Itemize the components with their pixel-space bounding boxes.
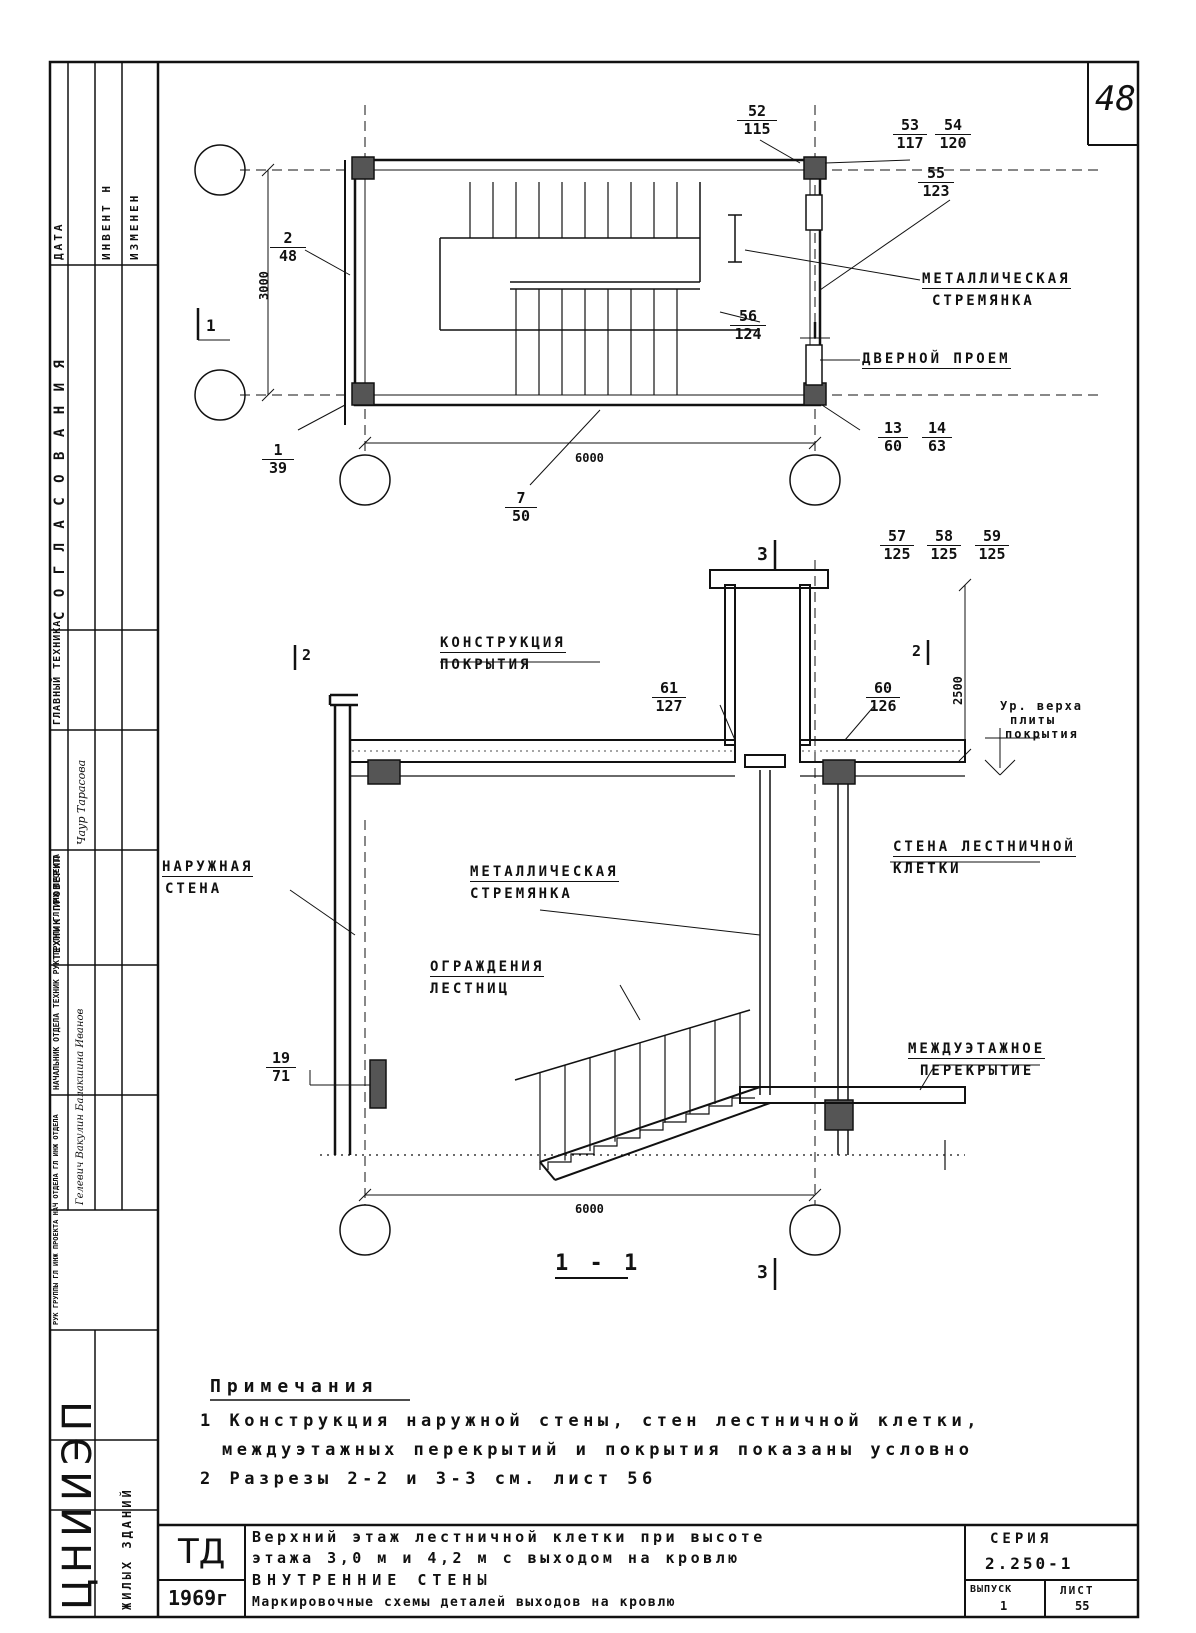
stamp-row-chief: ГЛАВНЫЙ ТЕХНИКА [52, 619, 63, 725]
title-code: ТД [178, 1532, 226, 1572]
plan-door-opening [805, 194, 823, 386]
label-stair-wall-2: КЛЕТКИ [893, 861, 962, 877]
plan-stair-outline [439, 182, 760, 331]
label-floor-2: ПЕРЕКРЫТИЕ [920, 1063, 1035, 1079]
stamp-names: Гелевич Вакулин Балакшина Иванов [75, 1008, 86, 1205]
section-exit-cabin [709, 569, 829, 768]
section-outer-wall [328, 693, 358, 1155]
plan-dim-width: 6000 [575, 451, 604, 465]
sheet-number: 48 [1095, 79, 1136, 119]
section-mark-2-left: 2 [302, 646, 312, 664]
stamp-col-inventory: ИНВЕНТ Н [100, 183, 113, 260]
section-dim-2500: 2500 [951, 676, 965, 705]
section-blocks [367, 759, 856, 1131]
title-line-1: Верхний этаж лестничной клетки при высот… [252, 1528, 766, 1546]
plan-label-ladder-2: СТРЕМЯНКА [932, 293, 1035, 309]
stamp-col-changes: ИЗМЕНЕН [128, 192, 141, 260]
label-ladder-2: СТРЕМЯНКА [470, 886, 573, 902]
title-year: 1969г [168, 1586, 229, 1610]
notes-heading: Примечания [210, 1376, 379, 1397]
section-axis-bubbles [339, 1204, 841, 1256]
issue-value: 1 [1000, 1599, 1008, 1613]
stamp-row-heads: НАЧАЛЬНИК ОТДЕЛА ТЕХНИК РУК ГРУППЫ ГЛ ИН… [52, 853, 61, 1090]
plan-columns [351, 156, 827, 406]
issue-label: ВЫПУСК [970, 1584, 1013, 1595]
label-outer-wall-1: НАРУЖНАЯ [162, 859, 254, 877]
label-roof-1: КОНСТРУКЦИЯ [440, 635, 566, 653]
title-line-4: Маркировочные схемы деталей выходов на к… [252, 1595, 677, 1610]
stamp-row-leads: РУК ГРУППЫ ГЛ ИНЖ ПРОЕКТА НАЧ ОТДЕЛА ГЛ … [52, 1114, 60, 1325]
section-dim-width: 6000 [575, 1202, 604, 1216]
notes-line-3: 2 Разрезы 2-2 и 3-3 см. лист 56 [200, 1469, 657, 1489]
label-outer-wall-2: СТЕНА [165, 881, 223, 897]
section-stair-wall [759, 770, 849, 1155]
title-line-2: этажа 3,0 м и 4,2 м с выходом на кровлю [252, 1549, 741, 1567]
section-railing [514, 1009, 751, 1170]
label-level-2: плиты [1010, 713, 1057, 727]
stamp-org-full: ЖИЛЫХ ЗДАНИЙ [120, 1487, 134, 1610]
label-floor-1: МЕЖДУЭТАЖНОЕ [908, 1041, 1046, 1059]
label-railing-1: ОГРАЖДЕНИЯ [430, 959, 545, 977]
label-ladder-1: МЕТАЛЛИЧЕСКАЯ [470, 864, 619, 882]
section-floor-slab [739, 1086, 966, 1104]
section-ground [320, 1140, 965, 1170]
title-block-grid [158, 1523, 1138, 1617]
section-stair-flight [539, 1086, 771, 1181]
plan-axis-bubbles [194, 144, 841, 506]
stamp-col-date: ДАТА [52, 221, 65, 261]
label-level-1: Ур. верха [1000, 699, 1084, 713]
plan-stair-steps [469, 182, 678, 395]
stamp-row-approvals: С О Г Л А С О В А Н И Я [52, 357, 68, 620]
stamp-signatures: Чаур Тарасова [75, 759, 88, 845]
plan-label-ladder-1: МЕТАЛЛИЧЕСКАЯ [922, 271, 1071, 289]
series-label: СЕРИЯ [990, 1531, 1053, 1547]
sheet-value: 55 [1075, 1599, 1090, 1613]
label-stair-wall-1: СТЕНА ЛЕСТНИЧНОЙ [893, 839, 1076, 857]
section-cut-marks [293, 540, 930, 1290]
label-railing-2: ЛЕСТНИЦ [430, 981, 511, 997]
notes-line-2: междуэтажных перекрытий и покрытия показ… [222, 1440, 974, 1460]
plan-leaders [297, 139, 951, 486]
section-mark-3-bottom: 3 [757, 1262, 768, 1283]
title-line-3: ВНУТРЕННИЕ СТЕНЫ [252, 1571, 493, 1589]
plan-walls [344, 158, 822, 425]
label-roof-2: ПОКРЫТИЯ [440, 657, 532, 673]
sheet-frame [48, 60, 1140, 1619]
stamp-org-logo: ЦНИИЭП [55, 1395, 101, 1610]
label-level-3: покрытия [1005, 727, 1079, 741]
section-title: 1 - 1 [555, 1251, 642, 1276]
sheet-label: ЛИСТ [1060, 1584, 1095, 1597]
side-stamp-grid [50, 62, 158, 1617]
plan-dim-height: 3000 [257, 271, 271, 300]
section-mark-2-right: 2 [912, 642, 922, 660]
plan-section-mark: 1 [206, 316, 216, 335]
section-mark-3-top: 3 [757, 544, 768, 565]
plan-label-door: ДВЕРНОЙ ПРОЕМ [862, 351, 1011, 369]
section-axes [364, 560, 816, 1205]
notes-line-1: 1 Конструкция наружной стены, стен лестн… [200, 1411, 981, 1431]
section-leaders [289, 661, 1040, 1091]
section-dimension-lines [358, 578, 1016, 1202]
plan-dimension-lines [196, 163, 830, 450]
section-roof-slab [349, 739, 966, 777]
series-value: 2.250-1 [985, 1554, 1074, 1573]
